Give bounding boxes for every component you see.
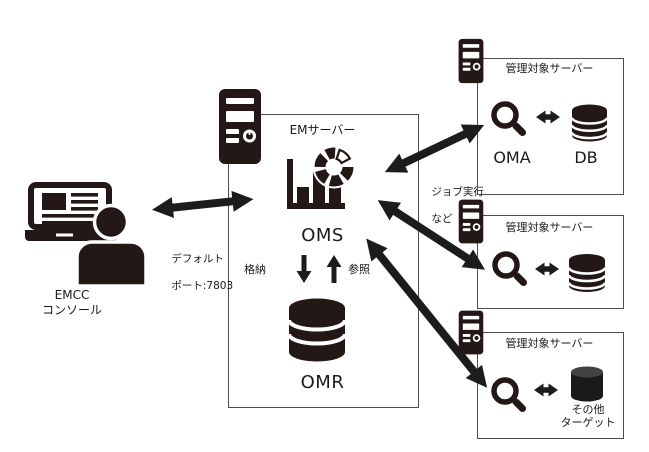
managed1-box-label: 管理対象サーバー [505,62,594,75]
em-server-box-label: EMサーバー [289,123,356,137]
managed1-agent-magnifier-icon [490,100,527,140]
console-label: EMCC コンソール [22,288,122,318]
oms-managed3-arrow [356,229,498,396]
store-down-arrow-icon [296,254,312,284]
job-note-line1: ジョブ実行 [431,185,484,198]
store-label: 格納 [244,263,266,276]
other-target-label: その他 ターゲット [552,403,624,429]
port-note-line2: ポート:7803 [171,279,234,292]
oma-label: OMA [493,148,531,167]
other-target-cylinder-icon [570,366,604,402]
em-server-tower-icon [218,88,262,165]
omr-label: OMR [300,372,345,393]
console-oms-arrow [149,187,257,222]
managed2-box-label: 管理対象サーバー [505,221,594,234]
other-target-label-line2: ターゲット [560,416,616,429]
managed3-sync-arrow-icon [533,382,559,398]
oms-chart-icon [283,147,357,212]
reference-label: 参照 [348,263,370,276]
port-note-line1: デフォルト [171,252,224,265]
other-target-label-line1: その他 [571,403,605,416]
port-note: デフォルト ポート:7803 [158,239,233,307]
omr-database-icon [287,297,347,363]
managed2-agent-magnifier-icon [491,250,528,290]
job-note: ジョブ実行 など [418,172,484,240]
db-label: DB [574,148,598,167]
managed3-agent-magnifier-icon [490,376,527,416]
managed3-server-tower-icon [458,310,484,355]
job-note-line2: など [431,212,453,225]
managed1-sync-arrow-icon [535,109,561,125]
oms-managed1-arrow [378,113,491,184]
reference-up-arrow-icon [326,254,342,284]
oms-managed2-arrow [369,189,493,281]
oms-label: OMS [301,225,344,246]
laptop-user-icon [23,180,155,286]
managed2-database-icon [568,253,606,293]
managed1-database-icon [571,103,608,143]
managed3-box-label: 管理対象サーバー [505,337,594,350]
managed1-server-tower-icon [458,38,484,84]
managed2-server-tower-icon [458,199,484,244]
console-label-line2: コンソール [41,303,102,317]
managed2-sync-arrow-icon [534,261,560,277]
console-label-line1: EMCC [54,288,90,302]
